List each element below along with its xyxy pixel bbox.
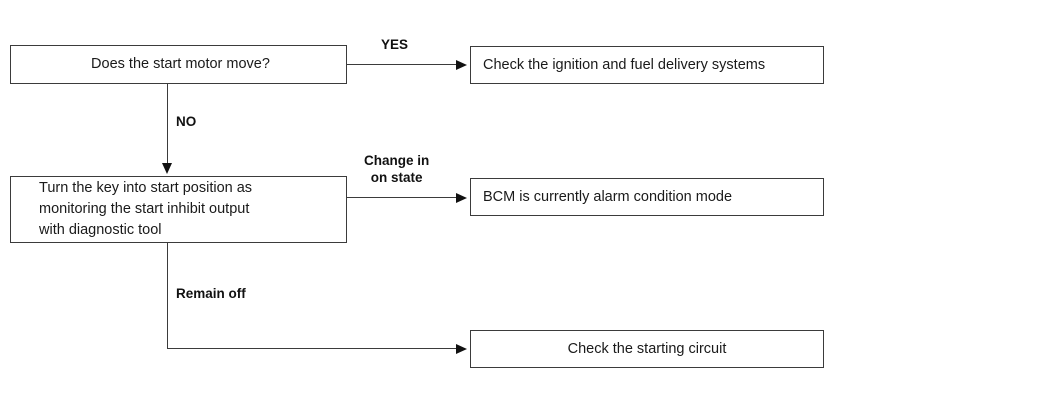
arrowhead-right-icon [456, 60, 467, 70]
connector-remain-off-horizontal-line [167, 348, 460, 349]
node-turn-key-into-start-position[interactable]: Turn the key into start position as moni… [10, 176, 347, 243]
node-bcm-alarm-condition-mode[interactable]: BCM is currently alarm condition mode [470, 178, 824, 216]
connector-change-in-on-state-line [347, 197, 460, 198]
connector-yes-line [347, 64, 460, 65]
connector-no-line [167, 84, 168, 164]
node-label: Turn the key into start position as moni… [39, 180, 253, 238]
arrowhead-right-icon [456, 344, 467, 354]
edge-label-change-in-on-state: Change in on state [364, 153, 430, 185]
node-label: BCM is currently alarm condition mode [483, 188, 733, 205]
node-check-ignition-and-fuel-delivery-systems[interactable]: Check the ignition and fuel delivery sys… [470, 46, 824, 84]
edge-label-remain-off: Remain off [176, 286, 246, 301]
connector-remain-off-vertical-line [167, 243, 168, 349]
arrowhead-right-icon [456, 193, 467, 203]
edge-label-no: NO [176, 114, 197, 129]
node-does-start-motor-move[interactable]: Does the start motor move? [10, 45, 347, 84]
edge-label-yes: YES [381, 37, 409, 52]
node-label: Check the ignition and fuel delivery sys… [483, 56, 766, 73]
node-label: Check the starting circuit [567, 340, 727, 357]
node-check-starting-circuit[interactable]: Check the starting circuit [470, 330, 824, 368]
node-label: Does the start motor move? [91, 56, 270, 72]
arrowhead-down-icon [162, 163, 172, 174]
